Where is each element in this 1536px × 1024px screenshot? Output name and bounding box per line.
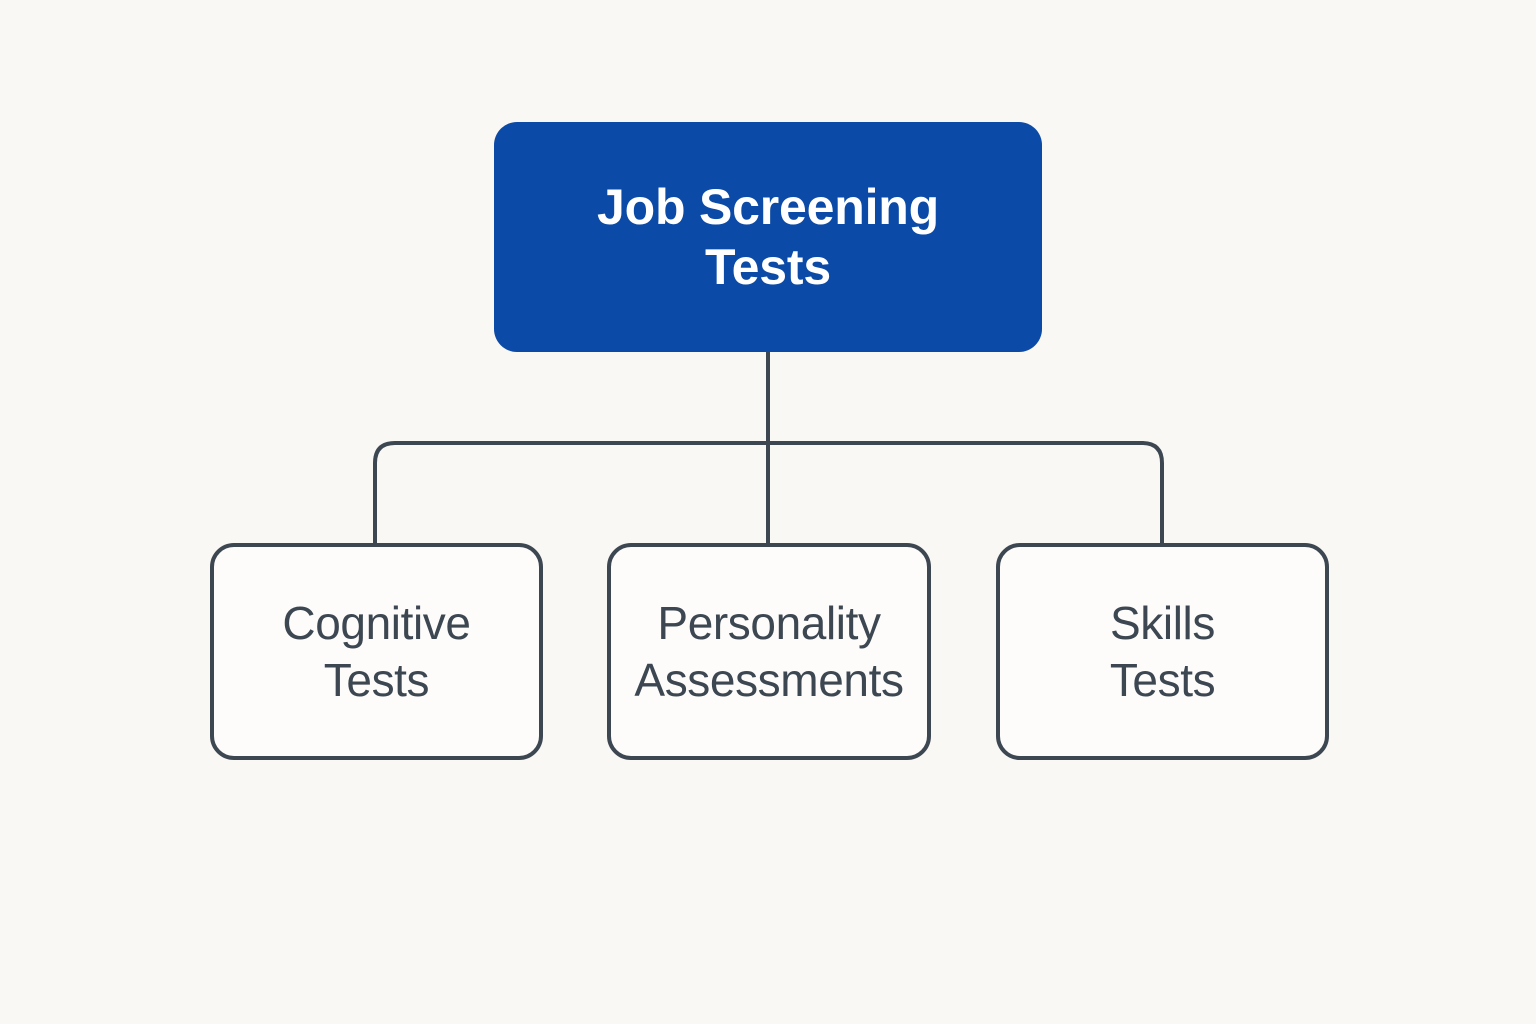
edge-bus-to-cognitive-tests [373, 441, 768, 545]
node-label-line-1: Skills [1110, 597, 1215, 650]
node-label-line-2: Assessments [634, 653, 904, 706]
node-label-line-1: Cognitive [282, 597, 471, 650]
node-label-line-2: Tests [323, 653, 430, 706]
node-label-line-1: Job Screening [597, 179, 939, 235]
edge-bus-to-skills-tests [768, 441, 1164, 545]
node-label-line-1: Personality [657, 597, 881, 650]
node-label-line-2: Tests [1109, 653, 1216, 706]
node-label-line-2: Tests [705, 239, 831, 295]
